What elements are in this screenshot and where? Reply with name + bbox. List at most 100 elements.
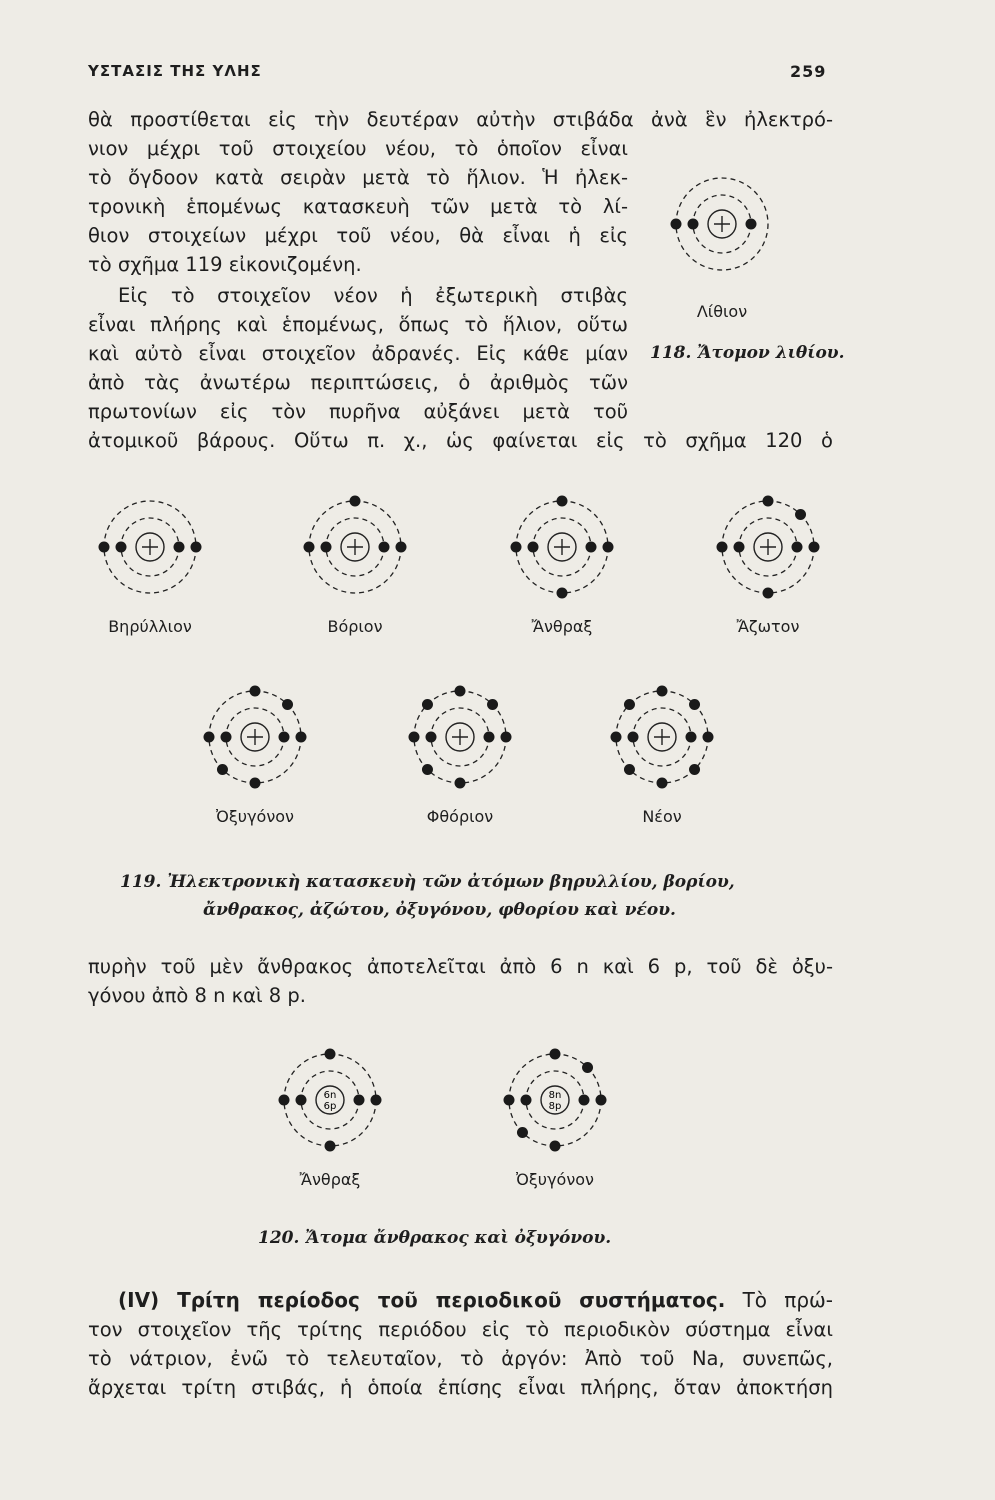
outer-electron [549,1140,561,1152]
outer-electron [582,1061,594,1073]
outer-electron [556,495,568,507]
text-line: τρονικὴ ἑπομένως κατασκευὴ τῶν μετὰ τὸ λ… [88,195,628,218]
inner-electron [527,541,539,553]
text-line: ἄρχεται τρίτη στιβάς, ἡ ὁποία ἐπίσης εἶν… [88,1376,833,1399]
atom-label: Νέον [642,807,682,826]
plus-icon [654,729,670,745]
text-line: θὰ προστίθεται εἰς τὴν δευτέραν αὐτὴν στ… [88,108,833,131]
inner-electron [483,731,495,743]
outer-electron [795,508,807,520]
outer-electron [487,698,499,710]
outer-electron [670,218,682,230]
nucleus [707,209,737,239]
atom-label: Βηρύλλιον [108,617,192,636]
figure-caption: 119. Ἠλεκτρονικὴ κατασκευὴ τῶν ἀτόμων βη… [120,872,735,892]
outer-electron [216,764,228,776]
nucleus [240,722,270,752]
outer-electron [595,1094,607,1106]
nucleus-protons: 6p [324,1101,337,1112]
atom-diagram [303,495,407,594]
text-line: γόνου ἀπὸ 8 n καὶ 8 p. [88,984,306,1007]
text-line: νιον μέχρι τοῦ στοιχείου νέου, τὸ ὁποῖον… [88,137,628,160]
atom-label: Βόριον [327,617,383,636]
inner-electron [320,541,332,553]
atom-diagram [610,685,714,789]
outer-electron [503,1094,515,1106]
outer-electron [349,495,361,507]
outer-electron [408,731,420,743]
inner-electron [791,541,803,553]
figure-caption: 118. Ἄτομον λιθίου. [650,343,845,363]
outer-electron [762,495,774,507]
outer-electron [602,541,614,553]
inner-electron [733,541,745,553]
outer-electron [370,1094,382,1106]
outer-electron [454,777,466,789]
outer-electron [324,1048,336,1060]
atom-diagram [716,495,820,599]
text-line: καὶ αὐτὸ εἶναι στοιχεῖον ἀδρανές. Εἰς κά… [88,342,628,365]
outer-electron [421,764,433,776]
outer-electron [324,1140,336,1152]
text-line: εἶναι πλήρης καὶ ἑπομένως, ὅπως τὸ ἥλιον… [88,313,628,336]
outer-electron [190,541,202,553]
caption-number: 118. [650,343,692,363]
nucleus-neutrons: 6n [324,1090,337,1101]
outer-electron [395,541,407,553]
nucleus [547,532,577,562]
outer-electron [689,764,701,776]
outer-electron [516,1127,528,1139]
text-line: ἀτομικοῦ βάρους. Οὕτω π. χ., ὡς φαίνεται… [88,429,833,452]
outer-electron [249,685,261,697]
inner-electron [295,1094,307,1106]
atom-label: Ὀξυγόνον [516,1170,594,1189]
section-heading: (IV) Τρίτη περίοδος τοῦ περιοδικοῦ συστή… [118,1288,726,1312]
outer-electron [303,541,315,553]
inner-electron [353,1094,365,1106]
outer-electron [510,541,522,553]
outer-electron [500,731,512,743]
nucleus [753,532,783,562]
outer-electron [203,731,215,743]
inner-electron [685,731,697,743]
atom-label: Ἄνθραξ [531,617,593,636]
plus-icon [714,216,730,232]
inner-electron [425,731,437,743]
text-line: τον στοιχεῖον τῆς τρίτης περιόδου εἰς τὸ… [88,1318,833,1341]
plus-icon [554,539,570,555]
text-line: Εἰς τὸ στοιχεῖον νέον ἡ ἐξωτερικὴ στιβὰς [118,284,628,307]
inner-electron [745,218,757,230]
outer-electron [610,731,622,743]
outer-electron [656,685,668,697]
text-line: ἀπὸ τὰς ἀνωτέρω περιπτώσεις, ὁ ἀριθμὸς τ… [88,371,628,394]
atom-diagram [98,500,202,594]
caption-number: 119. [120,872,162,892]
atom-diagram [408,685,512,789]
outer-electron [716,541,728,553]
caption-text: Ἄτομον λιθίου. [697,343,845,363]
page-number: 259 [790,62,827,81]
outer-electron [249,777,261,789]
inner-electron [278,731,290,743]
inner-electron [520,1094,532,1106]
text-fragment: Τὸ πρώ- [725,1288,833,1312]
outer-electron [762,587,774,599]
inner-electron [220,731,232,743]
text-line: τὸ σχῆμα 119 εἰκονιζομένη. [88,253,362,276]
atom-diagram [670,177,769,271]
outer-electron [702,731,714,743]
nucleus [540,1085,570,1115]
nucleus [445,722,475,752]
inner-electron [173,541,185,553]
figure-caption: 120. Ἄτομα ἄνθρακος καὶ ὀξυγόνου. [258,1228,611,1248]
text-line: πρωτονίων εἰς τὸν πυρῆνα αὐξάνει μετὰ το… [88,400,628,423]
nucleus-protons: 8p [549,1101,562,1112]
outer-electron [421,698,433,710]
figure-caption-line2: ἄνθρακος, ἀζώτου, ὀξυγόνου, φθορίου καὶ … [203,900,676,920]
outer-electron [808,541,820,553]
atom-label: Ἄζωτον [736,617,800,636]
plus-icon [247,729,263,745]
